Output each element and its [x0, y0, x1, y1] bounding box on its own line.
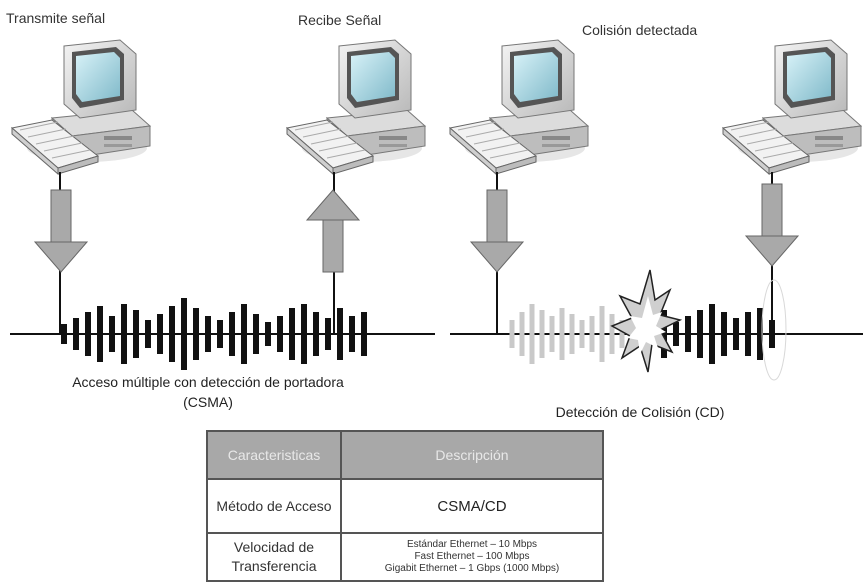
down-arrow-icon — [34, 189, 88, 273]
signal-pulse — [529, 304, 535, 364]
signal-pulse — [559, 308, 565, 360]
signal-pulse — [193, 308, 199, 360]
signal-pulse — [579, 320, 585, 348]
signal-pulse — [73, 318, 79, 350]
speed-line: Gigabit Ethernet – 1 Gbps (1000 Mbps) — [384, 563, 560, 574]
signal-pulse — [697, 310, 703, 358]
signal-pulse — [361, 312, 367, 356]
cd-caption: Detección de Colisión (CD) — [555, 404, 725, 420]
signal-pulse — [301, 304, 307, 364]
csma-caption: Acceso múltiple con detección de portado… — [72, 374, 344, 410]
signal-pulse — [685, 316, 691, 352]
signal-pulse — [349, 316, 355, 352]
signal-pulse — [661, 310, 667, 358]
signal-pulse — [61, 324, 67, 344]
down-arrow-icon — [745, 183, 799, 267]
desktop-computer-icon — [449, 39, 589, 175]
signal-pulse — [289, 308, 295, 360]
signal-pulse — [85, 312, 91, 356]
collision-detected-label: Colisión detectada — [582, 22, 698, 38]
signal-pulse — [253, 314, 259, 354]
table-key-cell: Método de Acceso — [206, 478, 342, 534]
table-header-cell: Caracteristicas — [206, 430, 342, 480]
signal-pulse — [757, 308, 763, 360]
signal-pulse — [519, 312, 525, 356]
speed-line: Estándar Ethernet – 10 Mbps — [406, 539, 538, 550]
signal-pulse — [599, 306, 605, 362]
signal-pulse — [337, 308, 343, 360]
signal-pulse — [229, 312, 235, 356]
characteristics-table: Caracteristicas Descripción Método de Ac… — [206, 430, 604, 582]
signal-pulse — [313, 312, 319, 356]
table-row: Velocidad de Transferencia Estándar Ethe… — [206, 532, 604, 582]
receive-label: Recibe Señal — [298, 12, 382, 28]
signal-pulse — [549, 316, 555, 352]
collision-burst-icon — [610, 269, 683, 373]
signal-pulse — [157, 314, 163, 354]
signal-pulse — [769, 320, 775, 348]
signal-pulse — [325, 318, 331, 350]
table-value-cell: Estándar Ethernet – 10 Mbps Fast Etherne… — [340, 532, 604, 582]
signal-pulses-right — [509, 304, 775, 364]
table-key-cell: Velocidad de Transferencia — [206, 532, 342, 582]
signal-pulse — [509, 320, 515, 348]
signal-pulse — [121, 304, 127, 364]
signal-pulse — [133, 310, 139, 358]
speed-line: Fast Ethernet – 100 Mbps — [414, 551, 530, 562]
up-arrow-icon — [306, 189, 360, 273]
receiver-highlight — [761, 279, 787, 381]
signal-pulse — [745, 312, 751, 356]
signal-pulse — [721, 312, 727, 356]
desktop-computer-icon — [286, 39, 426, 175]
signal-pulse — [241, 304, 247, 364]
signal-pulse — [217, 320, 223, 348]
signal-pulse — [569, 314, 575, 354]
desktop-computer-icon — [11, 39, 151, 175]
desktop-computer-icon — [722, 39, 862, 175]
signal-pulse — [619, 320, 625, 348]
signal-pulse — [589, 316, 595, 352]
table-row: Método de Acceso CSMA/CD — [206, 478, 604, 534]
signal-pulse — [733, 318, 739, 350]
transmit-label: Transmite señal — [6, 10, 106, 26]
signal-pulse — [709, 304, 715, 364]
signal-pulse — [539, 310, 545, 358]
table-header-row: Caracteristicas Descripción — [206, 430, 604, 480]
signal-pulse — [205, 316, 211, 352]
signal-pulse — [109, 316, 115, 352]
signal-pulse — [181, 298, 187, 370]
table-value-cell: CSMA/CD — [340, 478, 604, 534]
signal-pulses-left — [61, 298, 367, 370]
signal-pulse — [97, 306, 103, 362]
signal-pulse — [673, 322, 679, 346]
table-header-cell: Descripción — [340, 430, 604, 480]
signal-pulse — [265, 322, 271, 346]
down-arrow-icon — [470, 189, 524, 273]
signal-pulse — [145, 320, 151, 348]
signal-pulse — [277, 316, 283, 352]
signal-pulse — [609, 314, 615, 354]
signal-pulse — [169, 306, 175, 362]
